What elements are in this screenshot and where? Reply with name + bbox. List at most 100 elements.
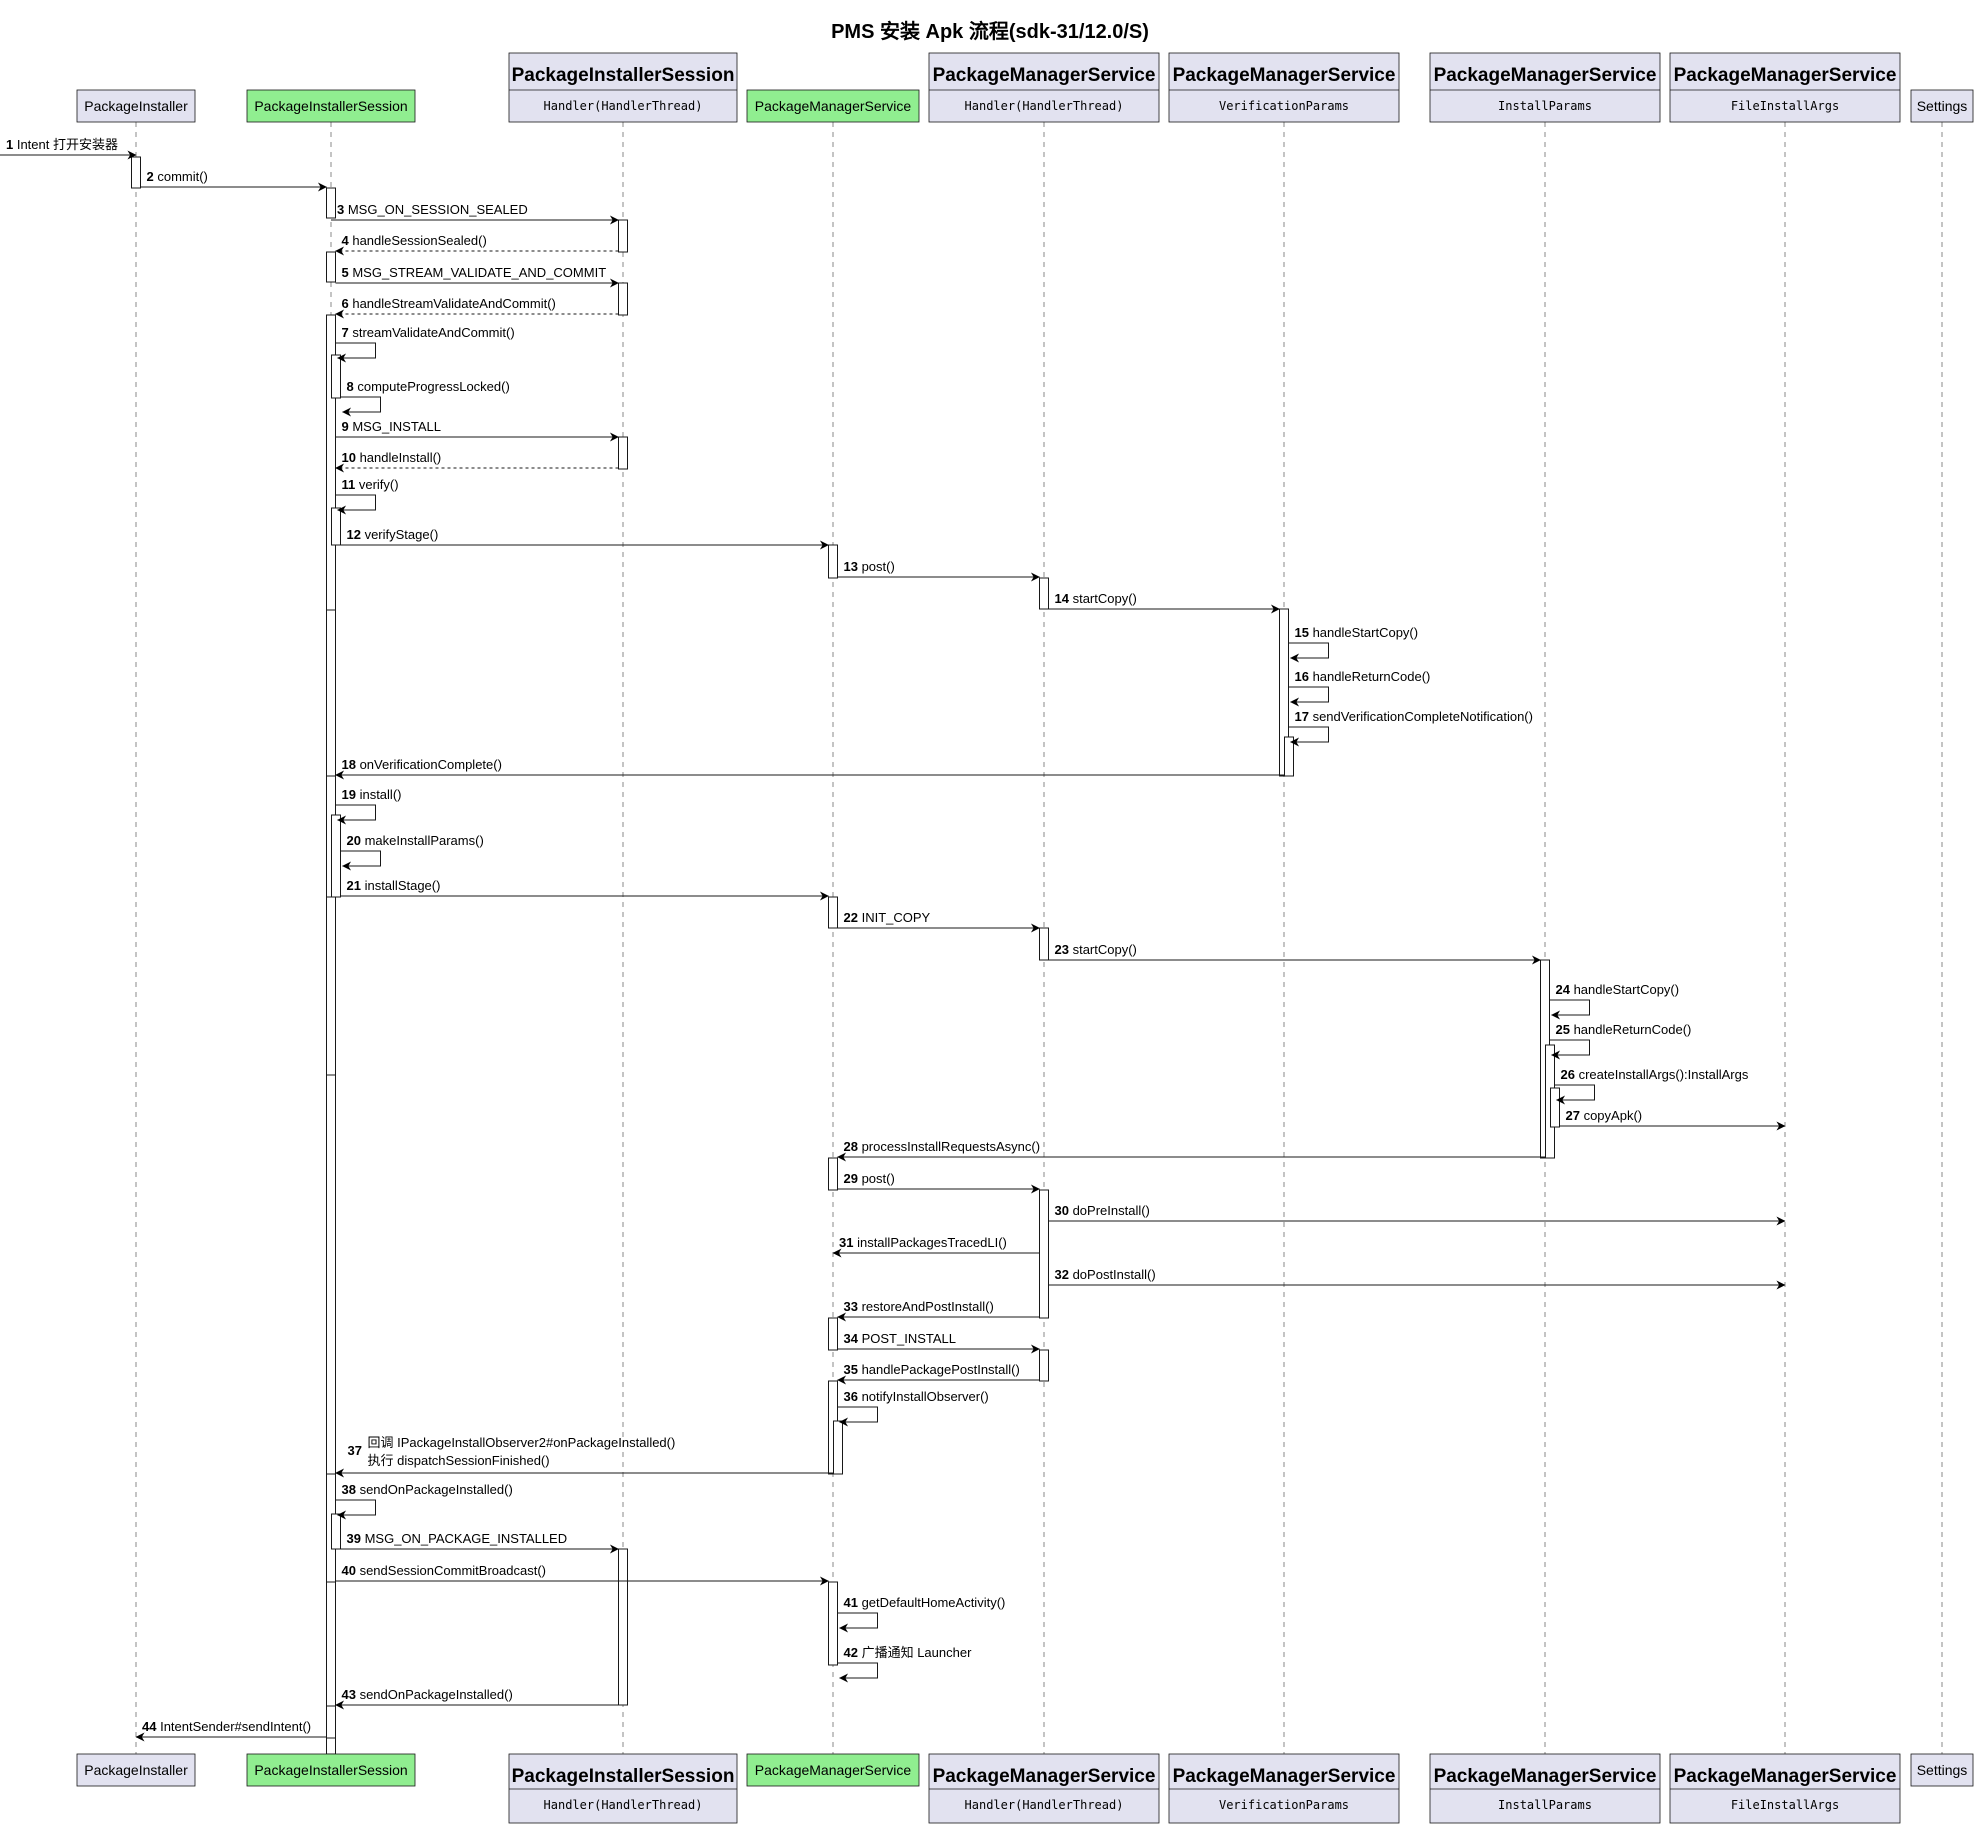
- message-number: 30: [1055, 1203, 1073, 1218]
- message-33: 33 restoreAndPostInstall(): [837, 1299, 1040, 1322]
- participant-footer-5-box: [928, 1753, 1160, 1824]
- message-text: handleSessionSealed(): [352, 233, 486, 248]
- participant-footer-4-box: [746, 1753, 920, 1787]
- participant-header-8-name: PackageManagerService: [1674, 65, 1897, 86]
- message-label: 6 handleStreamValidateAndCommit(): [342, 296, 556, 311]
- message-text: MSG_STREAM_VALIDATE_AND_COMMIT: [352, 265, 606, 280]
- activation-bar: [331, 507, 341, 546]
- participant-header-9-box: [1910, 89, 1974, 123]
- message-text: doPreInstall(): [1073, 1203, 1150, 1218]
- activation-bar: [326, 251, 336, 283]
- participant-header-1-name: PackageInstaller: [84, 98, 188, 114]
- message-label: 40 sendSessionCommitBroadcast(): [342, 1563, 546, 1578]
- participant-footer-5-name: PackageManagerService: [933, 1766, 1156, 1787]
- message-31: 31 installPackagesTracedLI(): [832, 1235, 1040, 1258]
- participant-footer-2-name: PackageInstallerSession: [254, 1762, 407, 1778]
- message-label: 41 getDefaultHomeActivity(): [844, 1595, 1006, 1610]
- message-27: 27 copyApk(): [1559, 1108, 1786, 1131]
- message-text: startCopy(): [1073, 591, 1137, 606]
- participant-footer-7-name: PackageManagerService: [1434, 1766, 1657, 1787]
- participant-footer-2-box: [246, 1753, 416, 1787]
- message-number: 34: [844, 1331, 862, 1346]
- message-label: 10 handleInstall(): [342, 450, 442, 465]
- message-36: 36 notifyInstallObserver(): [837, 1389, 989, 1427]
- message-number: 37: [348, 1443, 362, 1458]
- message-6: 6 handleStreamValidateAndCommit(): [335, 296, 619, 319]
- message-arrow: [335, 1499, 376, 1520]
- message-text: streamValidateAndCommit(): [352, 325, 514, 340]
- message-text: handleStartCopy(): [1313, 625, 1419, 640]
- activation-bar: [1039, 1349, 1049, 1382]
- message-arrow: [1288, 726, 1329, 747]
- participant-footer-3: PackageInstallerSessionHandler(HandlerTh…: [508, 1753, 738, 1824]
- message-arrow: [340, 850, 381, 871]
- message-label: 29 post(): [844, 1171, 895, 1186]
- message-number: 21: [347, 878, 365, 893]
- participant-footer-5: PackageManagerServiceHandler(HandlerThre…: [928, 1753, 1160, 1824]
- message-text: commit(): [157, 169, 208, 184]
- participant-header-4-name: PackageManagerService: [755, 98, 912, 114]
- message-number: 19: [342, 787, 360, 802]
- message-text: computeProgressLocked(): [357, 379, 509, 394]
- message-number: 29: [844, 1171, 862, 1186]
- message-12: 12 verifyStage(): [340, 527, 829, 550]
- participant-header-7-box: [1429, 52, 1661, 123]
- activation-bar: [828, 1581, 838, 1666]
- activation-bar: [326, 187, 336, 219]
- activation-bar: [828, 1317, 838, 1351]
- message-19: 19 install(): [335, 787, 402, 825]
- message-label-line-2: 执行 dispatchSessionFinished(): [368, 1453, 550, 1468]
- message-label: 回调 IPackageInstallObserver2#onPackageIns…: [368, 1435, 676, 1450]
- participant-footer-1-box: [76, 1753, 196, 1787]
- message-text: verify(): [359, 477, 399, 492]
- message-23: 23 startCopy(): [1048, 942, 1541, 965]
- activation-bar: [1039, 577, 1049, 610]
- message-7: 7 streamValidateAndCommit(): [335, 325, 515, 363]
- message-number: 2: [147, 169, 158, 184]
- participant-footer-2: PackageInstallerSession: [246, 1753, 416, 1787]
- message-label: 19 install(): [342, 787, 402, 802]
- participant-footer-4-name: PackageManagerService: [755, 1762, 912, 1778]
- message-label: 9 MSG_INSTALL: [342, 419, 441, 434]
- message-4: 4 handleSessionSealed(): [335, 233, 619, 256]
- participant-header-7-name: PackageManagerService: [1434, 65, 1657, 86]
- message-label: 38 sendOnPackageInstalled(): [342, 1482, 513, 1497]
- message-number: 39: [347, 1531, 365, 1546]
- activation-bar: [618, 436, 628, 470]
- message-text: createInstallArgs():InstallArgs: [1579, 1067, 1749, 1082]
- message-text: handleReturnCode(): [1574, 1022, 1692, 1037]
- message-18: 18 onVerificationComplete(): [335, 757, 1285, 780]
- participant-footer-7-box: [1429, 1753, 1661, 1824]
- message-number: 24: [1556, 982, 1574, 997]
- activation-bar: [828, 544, 838, 579]
- participant-footer-4: PackageManagerService: [746, 1753, 920, 1787]
- message-text: sendVerificationCompleteNotification(): [1313, 709, 1533, 724]
- message-8: 8 computeProgressLocked(): [340, 379, 510, 417]
- participant-header-9: Settings: [1910, 89, 1974, 123]
- message-label: 18 onVerificationComplete(): [342, 757, 502, 772]
- participant-footer-6-name: PackageManagerService: [1173, 1766, 1396, 1787]
- participant-footer-3-box: [508, 1753, 738, 1824]
- activation-bar: [618, 282, 628, 316]
- message-number: 8: [347, 379, 358, 394]
- message-text: notifyInstallObserver(): [862, 1389, 989, 1404]
- message-label: 43 sendOnPackageInstalled(): [342, 1687, 513, 1702]
- message-number: 28: [844, 1139, 862, 1154]
- message-text: sendOnPackageInstalled(): [360, 1482, 513, 1497]
- message-number: 26: [1561, 1067, 1579, 1082]
- message-29: 29 post(): [837, 1171, 1040, 1194]
- message-number: 33: [844, 1299, 862, 1314]
- message-label: 33 restoreAndPostInstall(): [844, 1299, 994, 1314]
- message-label: 27 copyApk(): [1566, 1108, 1643, 1123]
- message-arrow: [837, 1612, 878, 1633]
- message-label: 4 handleSessionSealed(): [342, 233, 487, 248]
- message-text: Intent 打开安装器: [17, 137, 118, 152]
- message-label: 5 MSG_STREAM_VALIDATE_AND_COMMIT: [342, 265, 607, 280]
- message-text: handleReturnCode(): [1313, 669, 1431, 684]
- activation-bar: [326, 1705, 336, 1739]
- message-13: 13 post(): [837, 559, 1040, 582]
- message-37: 37 回调 IPackageInstallObserver2#onPackageI…: [335, 1435, 834, 1478]
